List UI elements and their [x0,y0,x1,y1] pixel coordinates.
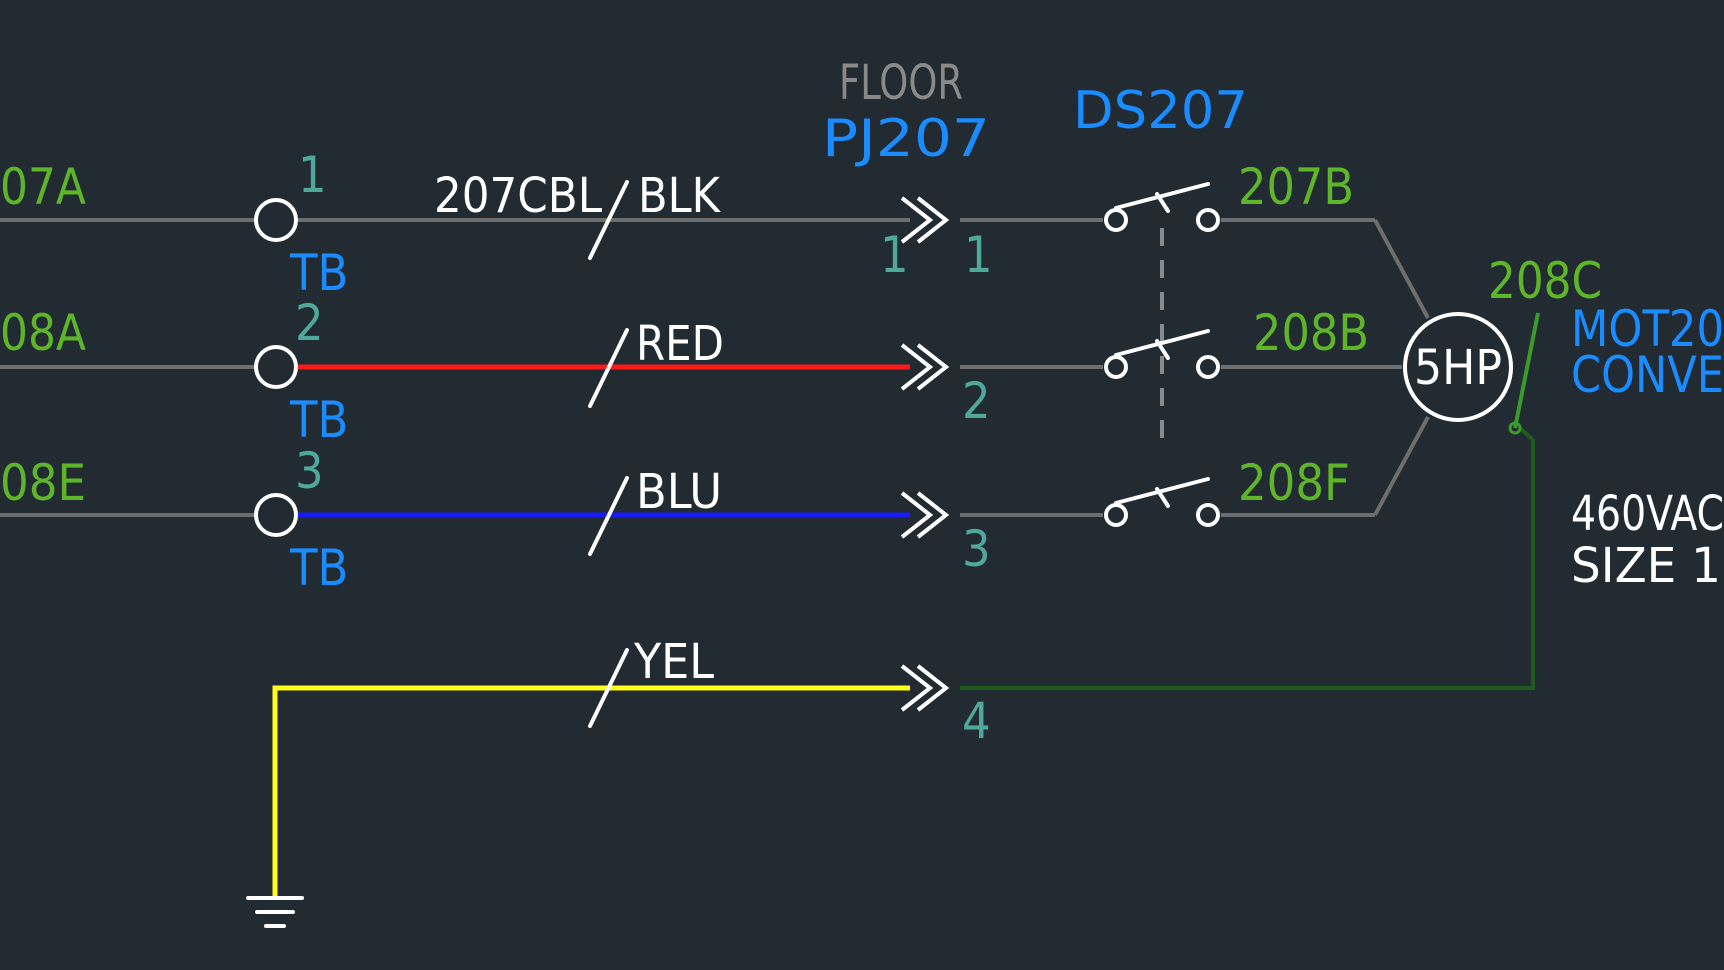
conductor-label-blk: BLK [638,168,722,224]
cable-slash-icon [588,648,629,728]
cable-name: 207CBL [434,168,602,224]
terminal-block [254,198,298,537]
wire-row3-motor-lead [1373,416,1430,516]
plug-chevron-icon[interactable] [900,664,950,712]
wire-tag-motor: 208C [1488,252,1602,310]
terminal-number-3: 3 [295,442,324,500]
wire-row4-ground-yellow [272,685,910,898]
conductor-label-red: RED [636,316,724,372]
wire-tag-row1-left: 07A [0,158,86,216]
disconnect-switch-icon[interactable] [1104,182,1220,232]
cable-slashes [588,180,629,728]
wire-208c-node [1508,421,1522,435]
disconnect-switch-icon[interactable] [1104,477,1220,527]
cable-slash-icon [588,180,629,260]
cable-slash-icon [588,476,629,556]
plug-location: FLOOR [839,55,963,111]
wire-208c-leader [1513,312,1540,429]
motor-size: SIZE 1 [1571,538,1721,594]
plug-chevron-icon[interactable] [900,343,950,391]
plug-chevron-icon[interactable] [900,196,950,244]
wire-row1-motor-lead [1373,219,1430,319]
terminal-block-label-1: TB [289,244,348,302]
plug-pin-3: 3 [962,520,991,578]
motor-voltage: 460VAC [1571,486,1724,542]
wire-row4-ground-green [960,426,1535,690]
disconnect-switch [1104,182,1220,527]
wire-tag-row3-right: 208F [1238,454,1350,512]
plug-left-pin: 1 [880,226,909,284]
terminal-circle-icon[interactable] [254,345,298,389]
wire-tag-row1-right: 207B [1238,158,1354,216]
motor-rating: 5HP [1414,340,1502,396]
terminal-number-2: 2 [295,294,324,352]
conductor-label-yel: YEL [633,634,714,690]
terminal-number-1: 1 [298,146,327,204]
plug-pin-1: 1 [964,226,993,284]
wire-tag-row2-right: 208B [1253,304,1369,362]
wire-tag-row2-left: 08A [0,304,86,362]
motor-description: CONVE [1571,346,1724,404]
plug-jack [900,196,950,712]
wire-tag-row3-left: 08E [0,454,86,512]
conductor-label-blu: BLU [636,464,722,520]
cable-slash-icon [588,328,629,408]
terminal-block-label-2: TB [289,391,348,449]
disconnect-switch-icon[interactable] [1104,329,1220,379]
disconnect-tag: DS207 [1073,81,1248,141]
terminal-circle-icon[interactable] [254,493,298,537]
labels: 07A 08A 08E 1 2 3 TB TB TB 207CBL BLK RE… [0,55,1724,750]
motor-tag: MOT20 [1571,300,1724,358]
plug-pin-4: 4 [962,692,991,750]
terminal-block-label-3: TB [289,539,348,597]
ground-icon [246,896,304,928]
plug-pin-2: 2 [962,372,991,430]
motor-circle-icon[interactable] [1403,312,1513,422]
plug-chevron-icon[interactable] [900,491,950,539]
terminal-circle-icon[interactable] [254,198,298,242]
plug-tag: PJ207 [822,109,990,169]
wires [0,218,1540,898]
